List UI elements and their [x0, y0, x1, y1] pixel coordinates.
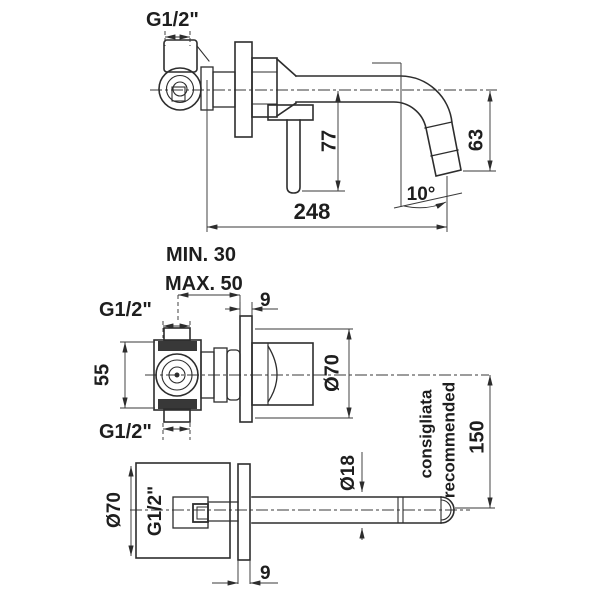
spout-spacing-dim: 150 — [466, 420, 488, 453]
front-wall-plate — [239, 315, 253, 423]
front-section-view: MIN. 30 MAX. 50 9 G1/2" — [91, 244, 493, 508]
plan-wall-plate — [237, 463, 251, 561]
handle-base — [267, 104, 314, 121]
valve-body — [158, 67, 202, 111]
tip-angle-dim: 10° — [407, 184, 436, 205]
hex-nut — [251, 57, 278, 118]
wall-plate — [234, 41, 253, 138]
handle-lever — [286, 119, 301, 194]
recommended-note-italian: consigliata — [416, 389, 435, 478]
bottom-thread-label: G1/2" — [145, 486, 166, 536]
top-inlet-thread-label: G1/2" — [99, 299, 152, 321]
handle-knob — [251, 342, 314, 406]
bottom-inlet-stub — [163, 408, 191, 423]
spout — [295, 75, 462, 177]
spout-pipe-diameter-dim: Ø18 — [338, 455, 359, 491]
spout-drop-dim: 63 — [465, 129, 487, 151]
escutcheon-diameter-dim: Ø70 — [321, 354, 343, 392]
inlet-elbow — [163, 39, 198, 73]
bottom-view: Ø70 G1/2" Ø18 9 — [104, 452, 495, 586]
recommended-note-english: recommended — [439, 382, 458, 498]
min-depth-label: MIN. 30 — [166, 244, 236, 266]
cartridge — [155, 353, 199, 397]
top-inlet-stub — [163, 327, 191, 342]
body-height-dim: 55 — [91, 364, 113, 386]
concealed-body-box — [135, 462, 231, 559]
bottom-plate-thickness-dim: 9 — [260, 563, 271, 584]
top-view: G1/2" 77 248 63 10° — [146, 9, 497, 232]
spout-reach-dim: 248 — [294, 199, 331, 224]
spout-fitting — [172, 496, 209, 529]
bottom-inlet-thread-label: G1/2" — [99, 421, 152, 443]
thread-size-label: G1/2" — [146, 9, 199, 31]
spout-pipe — [251, 496, 442, 524]
max-depth-label: MAX. 50 — [165, 273, 243, 295]
handle-length-dim: 77 — [318, 130, 340, 152]
plate-thickness-dim: 9 — [260, 290, 271, 311]
bottom-plate-diameter-dim: Ø70 — [104, 492, 125, 528]
